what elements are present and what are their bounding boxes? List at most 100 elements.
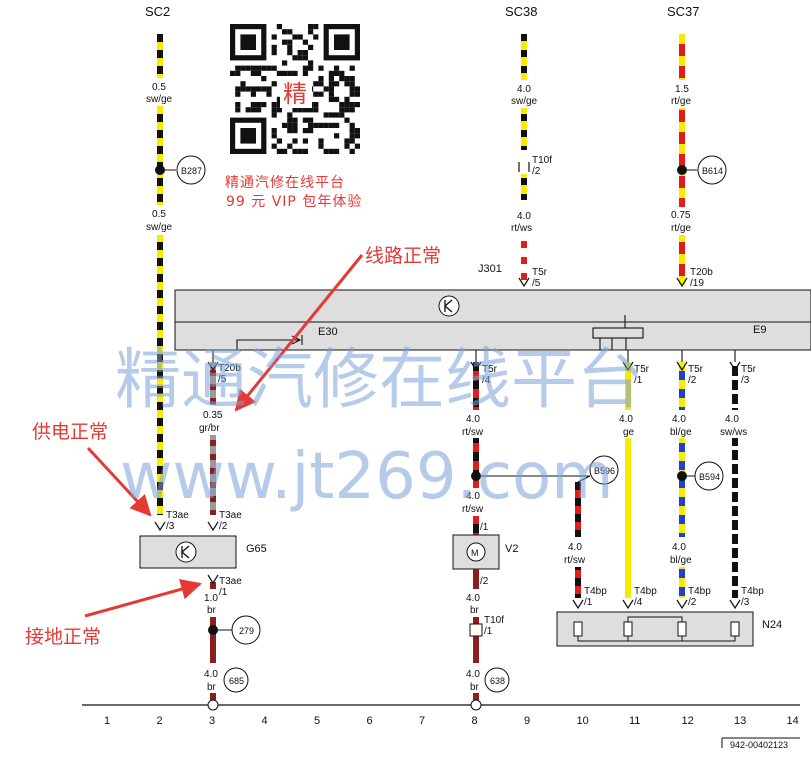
wire-color: rt/sw <box>462 427 484 438</box>
connector-t3ae-label: T3ae <box>166 510 189 521</box>
wire-v2-ground <box>462 569 490 700</box>
motor-symbol: M <box>471 548 479 558</box>
connector-pin: /2 <box>219 521 228 532</box>
component-v2-label: V2 <box>505 543 518 555</box>
motor-icon <box>466 542 486 562</box>
ref-b596-label: B596 <box>594 466 615 476</box>
wire-size: 0.5 <box>152 82 166 93</box>
wire-b596-n24 <box>566 482 592 598</box>
supply-sc37-label: SC37 <box>667 4 700 19</box>
ref-279-label: 279 <box>239 626 254 636</box>
annotation-ground-ok: 接地正常 <box>25 626 101 648</box>
axis-number: 13 <box>734 715 746 727</box>
supply-sc2-label: SC2 <box>145 4 170 19</box>
component-e9-label: E9 <box>753 324 766 336</box>
wire-size: 4.0 <box>517 211 531 222</box>
component-j301-label: J301 <box>478 263 502 275</box>
connector-pin: /3 <box>166 521 175 532</box>
ref-b594 <box>694 461 724 491</box>
connector-pin: /2 <box>688 597 697 608</box>
promo-line-2: 99 元 VIP 包年体验 <box>226 194 362 210</box>
connector-pin: /1 <box>480 522 489 533</box>
connector-pin: /2 <box>480 576 489 587</box>
watermark-line-1: 精通汽修在线平台 <box>115 341 643 418</box>
wire-size: 4.0 <box>517 84 531 95</box>
wire-size: 4.0 <box>466 593 480 604</box>
ref-279 <box>231 615 261 645</box>
axis-number: 7 <box>419 715 425 727</box>
supply-sc38-label: SC38 <box>505 4 538 19</box>
annotation-line-ok: 线路正常 <box>365 245 441 267</box>
connector-t10f-icon <box>469 623 483 637</box>
wire-sc37-j301 <box>670 34 696 285</box>
ref-b596 <box>589 455 619 485</box>
ground-point <box>207 699 219 711</box>
connector-pin: /3 <box>741 375 750 386</box>
axis-number: 5 <box>314 715 320 727</box>
connector-t10f-label: T10f <box>532 155 552 166</box>
wire-color: rt/sw <box>462 504 484 515</box>
ref-b287-label: B287 <box>181 166 202 176</box>
wire-size: 1.0 <box>204 593 218 604</box>
wire-color: gr/br <box>199 423 220 434</box>
control-unit-j301 <box>174 289 811 323</box>
ground-symbol-icon <box>444 299 453 313</box>
wire-color: br <box>207 682 217 693</box>
connector-t10f-label: T10f <box>484 615 504 626</box>
connector-t20b-label: T20b <box>690 267 713 278</box>
ref-b594-label: B594 <box>699 472 720 482</box>
axis-number: 10 <box>577 715 589 727</box>
connector-t5r-label: T5r <box>532 267 548 278</box>
splice-279 <box>208 625 218 635</box>
wire-size: 4.0 <box>672 414 686 425</box>
wire-e30-g65 <box>200 350 230 515</box>
connector-t4bp-label: T4bp <box>741 586 764 597</box>
relay-e9-icon <box>592 315 644 350</box>
splice-b596 <box>471 471 481 481</box>
wire-size: 4.0 <box>466 491 480 502</box>
wire-size: 1.5 <box>675 84 689 95</box>
ref-685-label: 685 <box>229 676 244 686</box>
wire-sc2-g65 <box>150 34 172 515</box>
axis-number: 1 <box>104 715 110 727</box>
axis-number: 6 <box>367 715 373 727</box>
ref-b287 <box>176 155 206 185</box>
splice-b287 <box>155 165 165 175</box>
output-bus <box>475 349 736 362</box>
ref-b614-label: B614 <box>702 166 723 176</box>
axis-number: 8 <box>472 715 478 727</box>
connector-t3ae-label: T3ae <box>219 576 242 587</box>
connector-pin: /1 <box>584 597 593 608</box>
ground-point <box>470 699 482 711</box>
axis-number: 11 <box>629 715 640 727</box>
wire-j301-v2 <box>462 362 490 535</box>
axis-number: 14 <box>787 715 799 727</box>
ground-symbol-icon <box>438 295 460 317</box>
axis-number: 2 <box>157 715 163 727</box>
axis-number: 4 <box>262 715 268 727</box>
wire-size: 0.35 <box>203 410 223 421</box>
wire-color: sw/ge <box>511 96 538 107</box>
ref-638 <box>484 667 510 693</box>
connector-t20b-label: T20b <box>218 363 241 374</box>
wire-size: 4.0 <box>204 669 218 680</box>
connector-pin: /5 <box>532 278 541 289</box>
annotation-arrow <box>86 446 152 517</box>
connector-t5r-label: T5r <box>482 364 498 375</box>
qr-code: 精 <box>228 22 364 162</box>
ref-638-label: 638 <box>490 676 505 686</box>
wire-size: 4.0 <box>466 669 480 680</box>
resistor-n24 <box>556 611 754 647</box>
connector-pin: /19 <box>690 278 704 289</box>
connector-pin: /1 <box>219 587 228 598</box>
wire-color: bl/ge <box>670 427 692 438</box>
wire-size: 4.0 <box>568 542 582 553</box>
connector-pin: /4 <box>482 375 491 386</box>
connector-pin: /5 <box>218 374 227 385</box>
wire-size: 4.0 <box>672 542 686 553</box>
axis-number: 9 <box>524 715 530 727</box>
ref-685 <box>223 667 249 693</box>
wire-color: rt/ge <box>671 223 691 234</box>
